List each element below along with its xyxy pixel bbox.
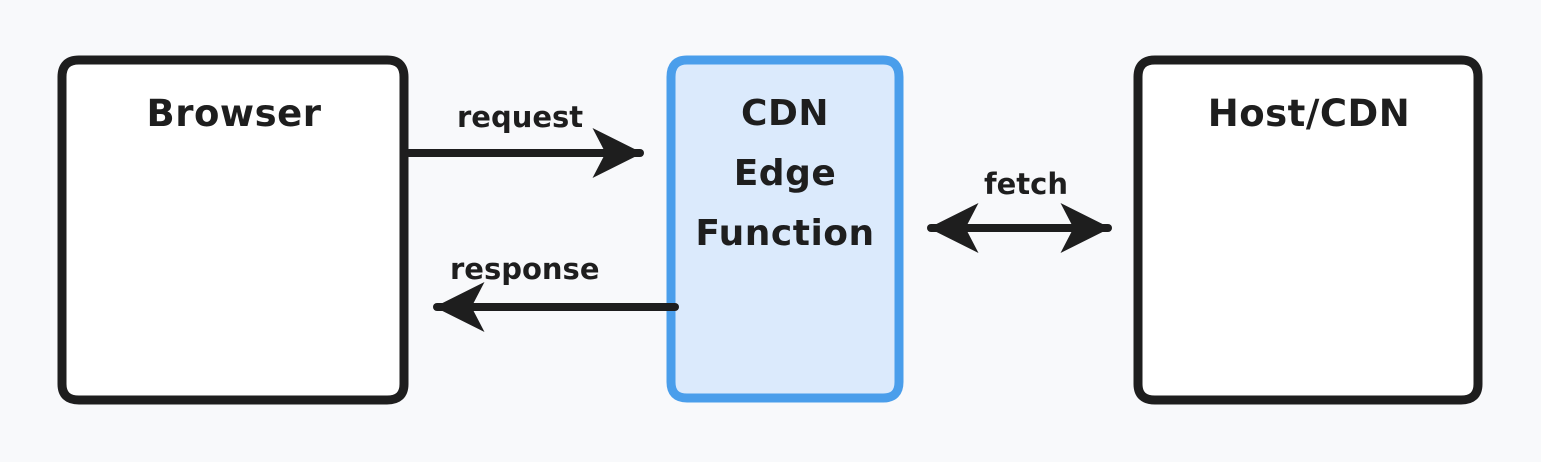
node-browser-shape [57,55,409,405]
node-host-cdn-shape [1133,55,1483,405]
node-host-cdn[interactable] [1133,55,1483,405]
node-cdn-edge-function-shape [666,55,904,403]
node-cdn-edge-function[interactable] [666,55,904,403]
node-browser[interactable] [57,55,409,405]
